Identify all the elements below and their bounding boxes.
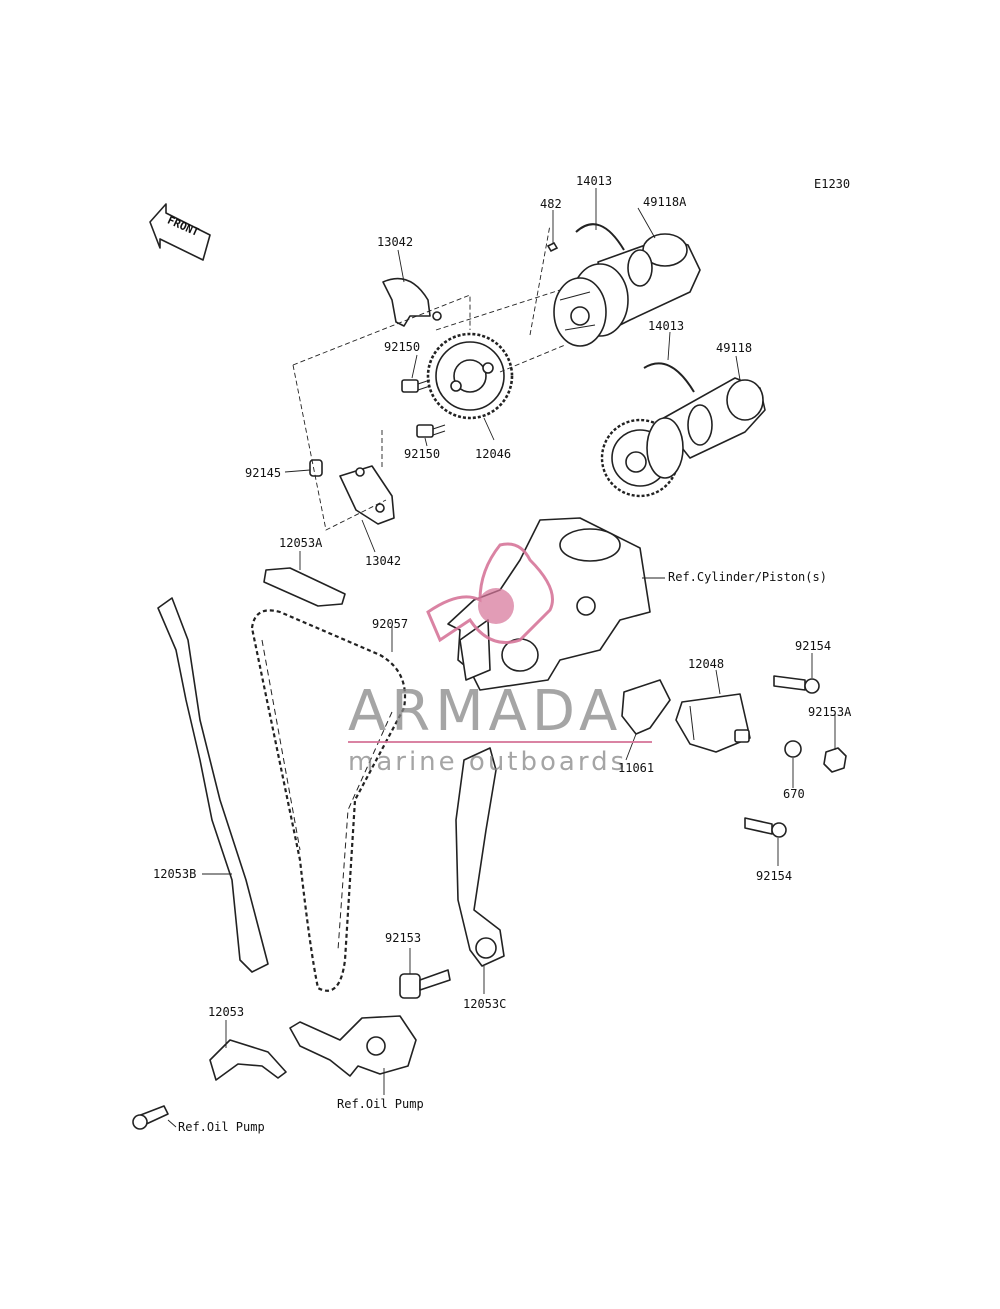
bolt-92154-top bbox=[773, 675, 820, 694]
label-13042-bottom: 13042 bbox=[365, 554, 401, 568]
label-12046: 12046 bbox=[475, 447, 511, 461]
sprocket-12046 bbox=[426, 332, 514, 420]
guide-pad-12053A bbox=[263, 567, 346, 607]
label-14013-mid: 14013 bbox=[648, 319, 684, 333]
label-12053: 12053 bbox=[208, 1005, 244, 1019]
label-ref-oil-pump-a: Ref.Oil Pump bbox=[337, 1097, 424, 1111]
label-14013-top: 14013 bbox=[576, 174, 612, 188]
ring-14013-top bbox=[575, 223, 625, 251]
watermark-tagline: marine outboards bbox=[348, 747, 627, 777]
chain-guide-12053 bbox=[209, 1039, 287, 1081]
watermark: ARMADA marine outboards bbox=[348, 542, 652, 777]
label-92153: 92153 bbox=[385, 931, 421, 945]
camshaft-49118 bbox=[600, 377, 766, 498]
oil-pump-bracket bbox=[289, 1015, 417, 1077]
label-482: 482 bbox=[540, 197, 562, 211]
label-92150-a: 92150 bbox=[384, 340, 420, 354]
label-92154-bottom: 92154 bbox=[756, 869, 792, 883]
label-92145: 92145 bbox=[245, 466, 281, 480]
watermark-brand: ARMADA bbox=[348, 679, 622, 744]
label-12048: 12048 bbox=[688, 657, 724, 671]
label-ref-cylinder: Ref.Cylinder/Piston(s) bbox=[668, 570, 827, 584]
bolt-92150-b bbox=[416, 424, 446, 438]
label-49118: 49118 bbox=[716, 341, 752, 355]
decompressor-13042-bottom bbox=[339, 465, 395, 525]
clip-482 bbox=[546, 241, 559, 253]
camshaft-49118A bbox=[553, 233, 701, 347]
bolt-92153 bbox=[399, 969, 451, 999]
cylinder-head bbox=[447, 517, 651, 691]
tensioner-12048 bbox=[675, 693, 751, 753]
label-13042-top: 13042 bbox=[377, 235, 413, 249]
label-92150-b: 92150 bbox=[404, 447, 440, 461]
timing-chain-92057 bbox=[250, 609, 406, 992]
o-ring-670 bbox=[784, 740, 802, 758]
bolt-92150-a bbox=[401, 379, 431, 393]
gasket-11061 bbox=[621, 679, 671, 735]
decompressor-13042-top bbox=[382, 277, 442, 327]
label-12053C: 12053C bbox=[463, 997, 506, 1011]
label-92153A: 92153A bbox=[808, 705, 852, 719]
bolt-92154-bottom bbox=[744, 817, 787, 838]
bolt-oil-pump bbox=[132, 1105, 169, 1130]
label-11061: 11061 bbox=[618, 761, 654, 775]
nut-92153A bbox=[823, 747, 847, 773]
diagram-code: E1230 bbox=[814, 177, 850, 191]
label-92057: 92057 bbox=[372, 617, 408, 631]
label-ref-oil-pump-b: Ref.Oil Pump bbox=[178, 1120, 265, 1134]
label-92154-top: 92154 bbox=[795, 639, 831, 653]
label-670: 670 bbox=[783, 787, 805, 801]
ring-14013-mid bbox=[643, 362, 695, 393]
label-49118A: 49118A bbox=[643, 195, 687, 209]
chain-guide-12053B bbox=[157, 597, 269, 973]
label-12053A: 12053A bbox=[279, 536, 323, 550]
chain-guide-12053C bbox=[455, 747, 505, 967]
label-12053B: 12053B bbox=[153, 867, 196, 881]
front-arrow-icon: FRONT bbox=[149, 203, 211, 261]
spring-92145 bbox=[309, 459, 323, 477]
